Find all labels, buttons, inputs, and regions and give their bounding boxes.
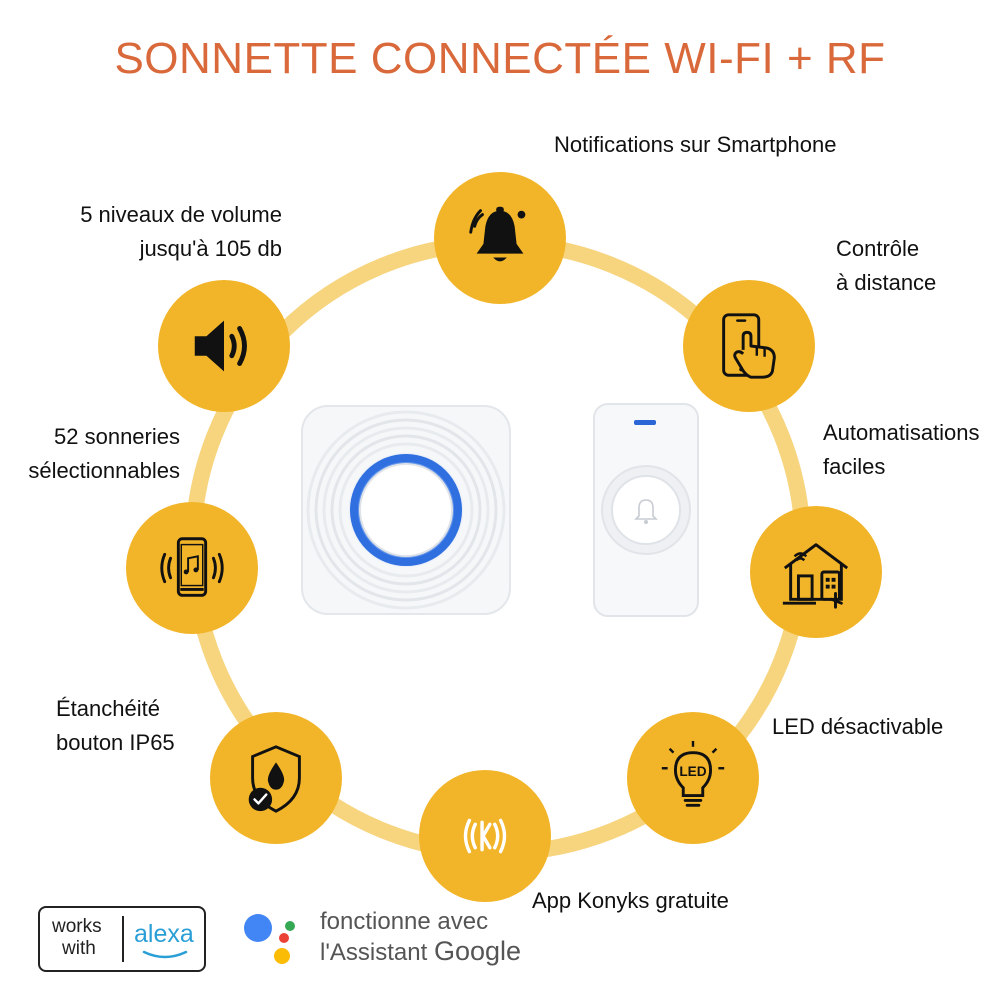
led-bubble: LED — [627, 712, 759, 844]
doorbell-button-unit — [593, 403, 699, 617]
google-assistant-dots-icon — [244, 914, 295, 964]
alexa-divider — [122, 916, 124, 962]
volume-bubble — [158, 280, 290, 412]
smart-home-icon — [782, 543, 849, 609]
google-line2: l'Assistant Google — [320, 936, 521, 968]
ringtones-bubble — [126, 502, 258, 634]
volume-line2: jusqu'à 105 db — [139, 236, 282, 261]
notifications-label: Notifications sur Smartphone — [554, 132, 837, 157]
volume-label: 5 niveaux de volume jusqu'à 105 db — [40, 198, 282, 266]
automation-bubble — [750, 506, 882, 638]
google-line1: fonctionne avec — [320, 908, 489, 935]
remote-control-bubble — [683, 280, 815, 412]
works-with-alexa-badge: works with alexa — [38, 906, 206, 972]
app-label: App Konyks gratuite — [532, 888, 729, 913]
led-icon-text: LED — [679, 764, 706, 779]
automation-line1: Automatisations — [823, 420, 980, 445]
google-line2-prefix: l'Assistant — [320, 939, 434, 966]
remote-control-label: Contrôle à distance — [836, 232, 936, 300]
speaker-icon — [194, 320, 247, 372]
chime-receiver — [301, 405, 511, 615]
automation-label: Automatisations faciles — [823, 416, 980, 484]
water-shield-icon — [248, 745, 301, 813]
google-word: Google — [433, 936, 522, 966]
notifications-bubble — [434, 172, 566, 304]
phone-music-icon — [160, 537, 224, 597]
waterproof-bubble — [210, 712, 342, 844]
bell-icon — [469, 206, 526, 262]
alexa-brand-text: alexa — [134, 920, 194, 948]
waterproof-line2: bouton IP65 — [56, 730, 175, 755]
waterproof-line1: Étanchéité — [56, 696, 160, 721]
alexa-smile-icon — [142, 950, 188, 959]
remote-control-line1: Contrôle — [836, 236, 920, 261]
led-bulb-icon: LED — [661, 740, 725, 807]
ringtones-line2: sélectionnables — [28, 458, 180, 483]
ringtones-label: 52 sonneries sélectionnables — [10, 420, 180, 488]
remote-control-line2: à distance — [836, 270, 937, 295]
automation-line2: faciles — [823, 454, 886, 479]
phone-touch-icon — [722, 313, 776, 379]
page-title: SONNETTE CONNECTÉE WI-FI + RF — [114, 34, 886, 83]
waterproof-label: Étanchéité bouton IP65 — [56, 692, 175, 760]
led-label: LED désactivable — [772, 714, 944, 739]
google-assistant-badge: fonctionne avec l'Assistant Google — [240, 908, 540, 970]
alexa-with-text: with — [62, 938, 96, 959]
ringtones-line1: 52 sonneries — [54, 424, 180, 449]
volume-line1: 5 niveaux de volume — [80, 202, 282, 227]
alexa-works-text: works — [52, 916, 102, 937]
app-bubble — [419, 770, 551, 902]
konyks-logo-icon — [463, 818, 507, 854]
